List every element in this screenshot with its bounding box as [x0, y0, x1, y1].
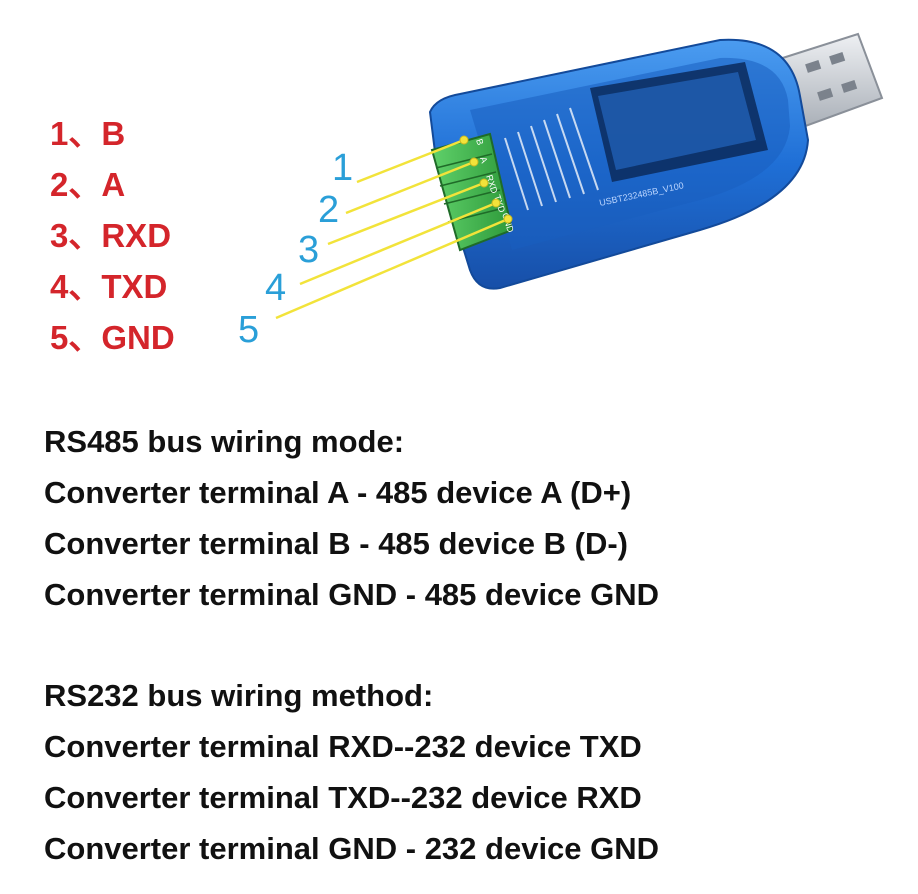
- rs485-wiring-section: RS485 bus wiring mode: Converter termina…: [44, 420, 659, 624]
- rs232-line: Converter terminal TXD--232 device RXD: [44, 780, 642, 815]
- leader-line: [299, 201, 497, 286]
- callout-number: 3: [298, 229, 319, 271]
- rs485-line: Converter terminal B - 485 device B (D-): [44, 526, 629, 561]
- callout-number: 2: [318, 189, 339, 231]
- rs485-heading: RS485 bus wiring mode:: [44, 424, 405, 459]
- pin-legend-item: 2、A: [50, 166, 126, 203]
- converter-diagram: USBT232485B_V100 B A RXD TXD GND 1: [238, 32, 884, 351]
- callout-number: 1: [332, 147, 353, 189]
- terminal-dot: [479, 178, 489, 188]
- pin-legend: 1、B 2、A 3、RXD 4、TXD 5、GND: [50, 112, 175, 367]
- converter-body: USBT232485B_V100: [428, 38, 810, 290]
- terminal-dot: [491, 198, 501, 208]
- callout-number: 5: [238, 309, 259, 351]
- leader-lines: [275, 138, 509, 320]
- terminal-label: A: [478, 156, 489, 165]
- rs232-heading: RS232 bus wiring method:: [44, 678, 434, 713]
- leader-line: [327, 181, 485, 246]
- leader-line: [345, 160, 475, 215]
- terminal-dot: [469, 157, 479, 167]
- callout-numbers: 1 2 3 4 5: [238, 147, 353, 351]
- pin-legend-item: 4、TXD: [50, 268, 168, 305]
- rs232-wiring-section: RS232 bus wiring method: Converter termi…: [44, 674, 659, 878]
- terminal-dots: [459, 135, 513, 224]
- terminal-dot: [503, 214, 513, 224]
- rs485-line: Converter terminal A - 485 device A (D+): [44, 475, 632, 510]
- leader-line: [275, 217, 509, 320]
- terminal-dot: [459, 135, 469, 145]
- terminal-label: B: [474, 138, 485, 147]
- callout-number: 4: [265, 267, 286, 309]
- pin-legend-item: 3、RXD: [50, 217, 172, 254]
- pin-legend-item: 5、GND: [50, 319, 175, 356]
- leader-line: [356, 138, 465, 184]
- rs232-line: Converter terminal RXD--232 device TXD: [44, 729, 642, 764]
- rs485-line: Converter terminal GND - 485 device GND: [44, 577, 660, 612]
- pin-legend-item: 1、B: [50, 115, 126, 152]
- rs232-line: Converter terminal GND - 232 device GND: [44, 831, 660, 866]
